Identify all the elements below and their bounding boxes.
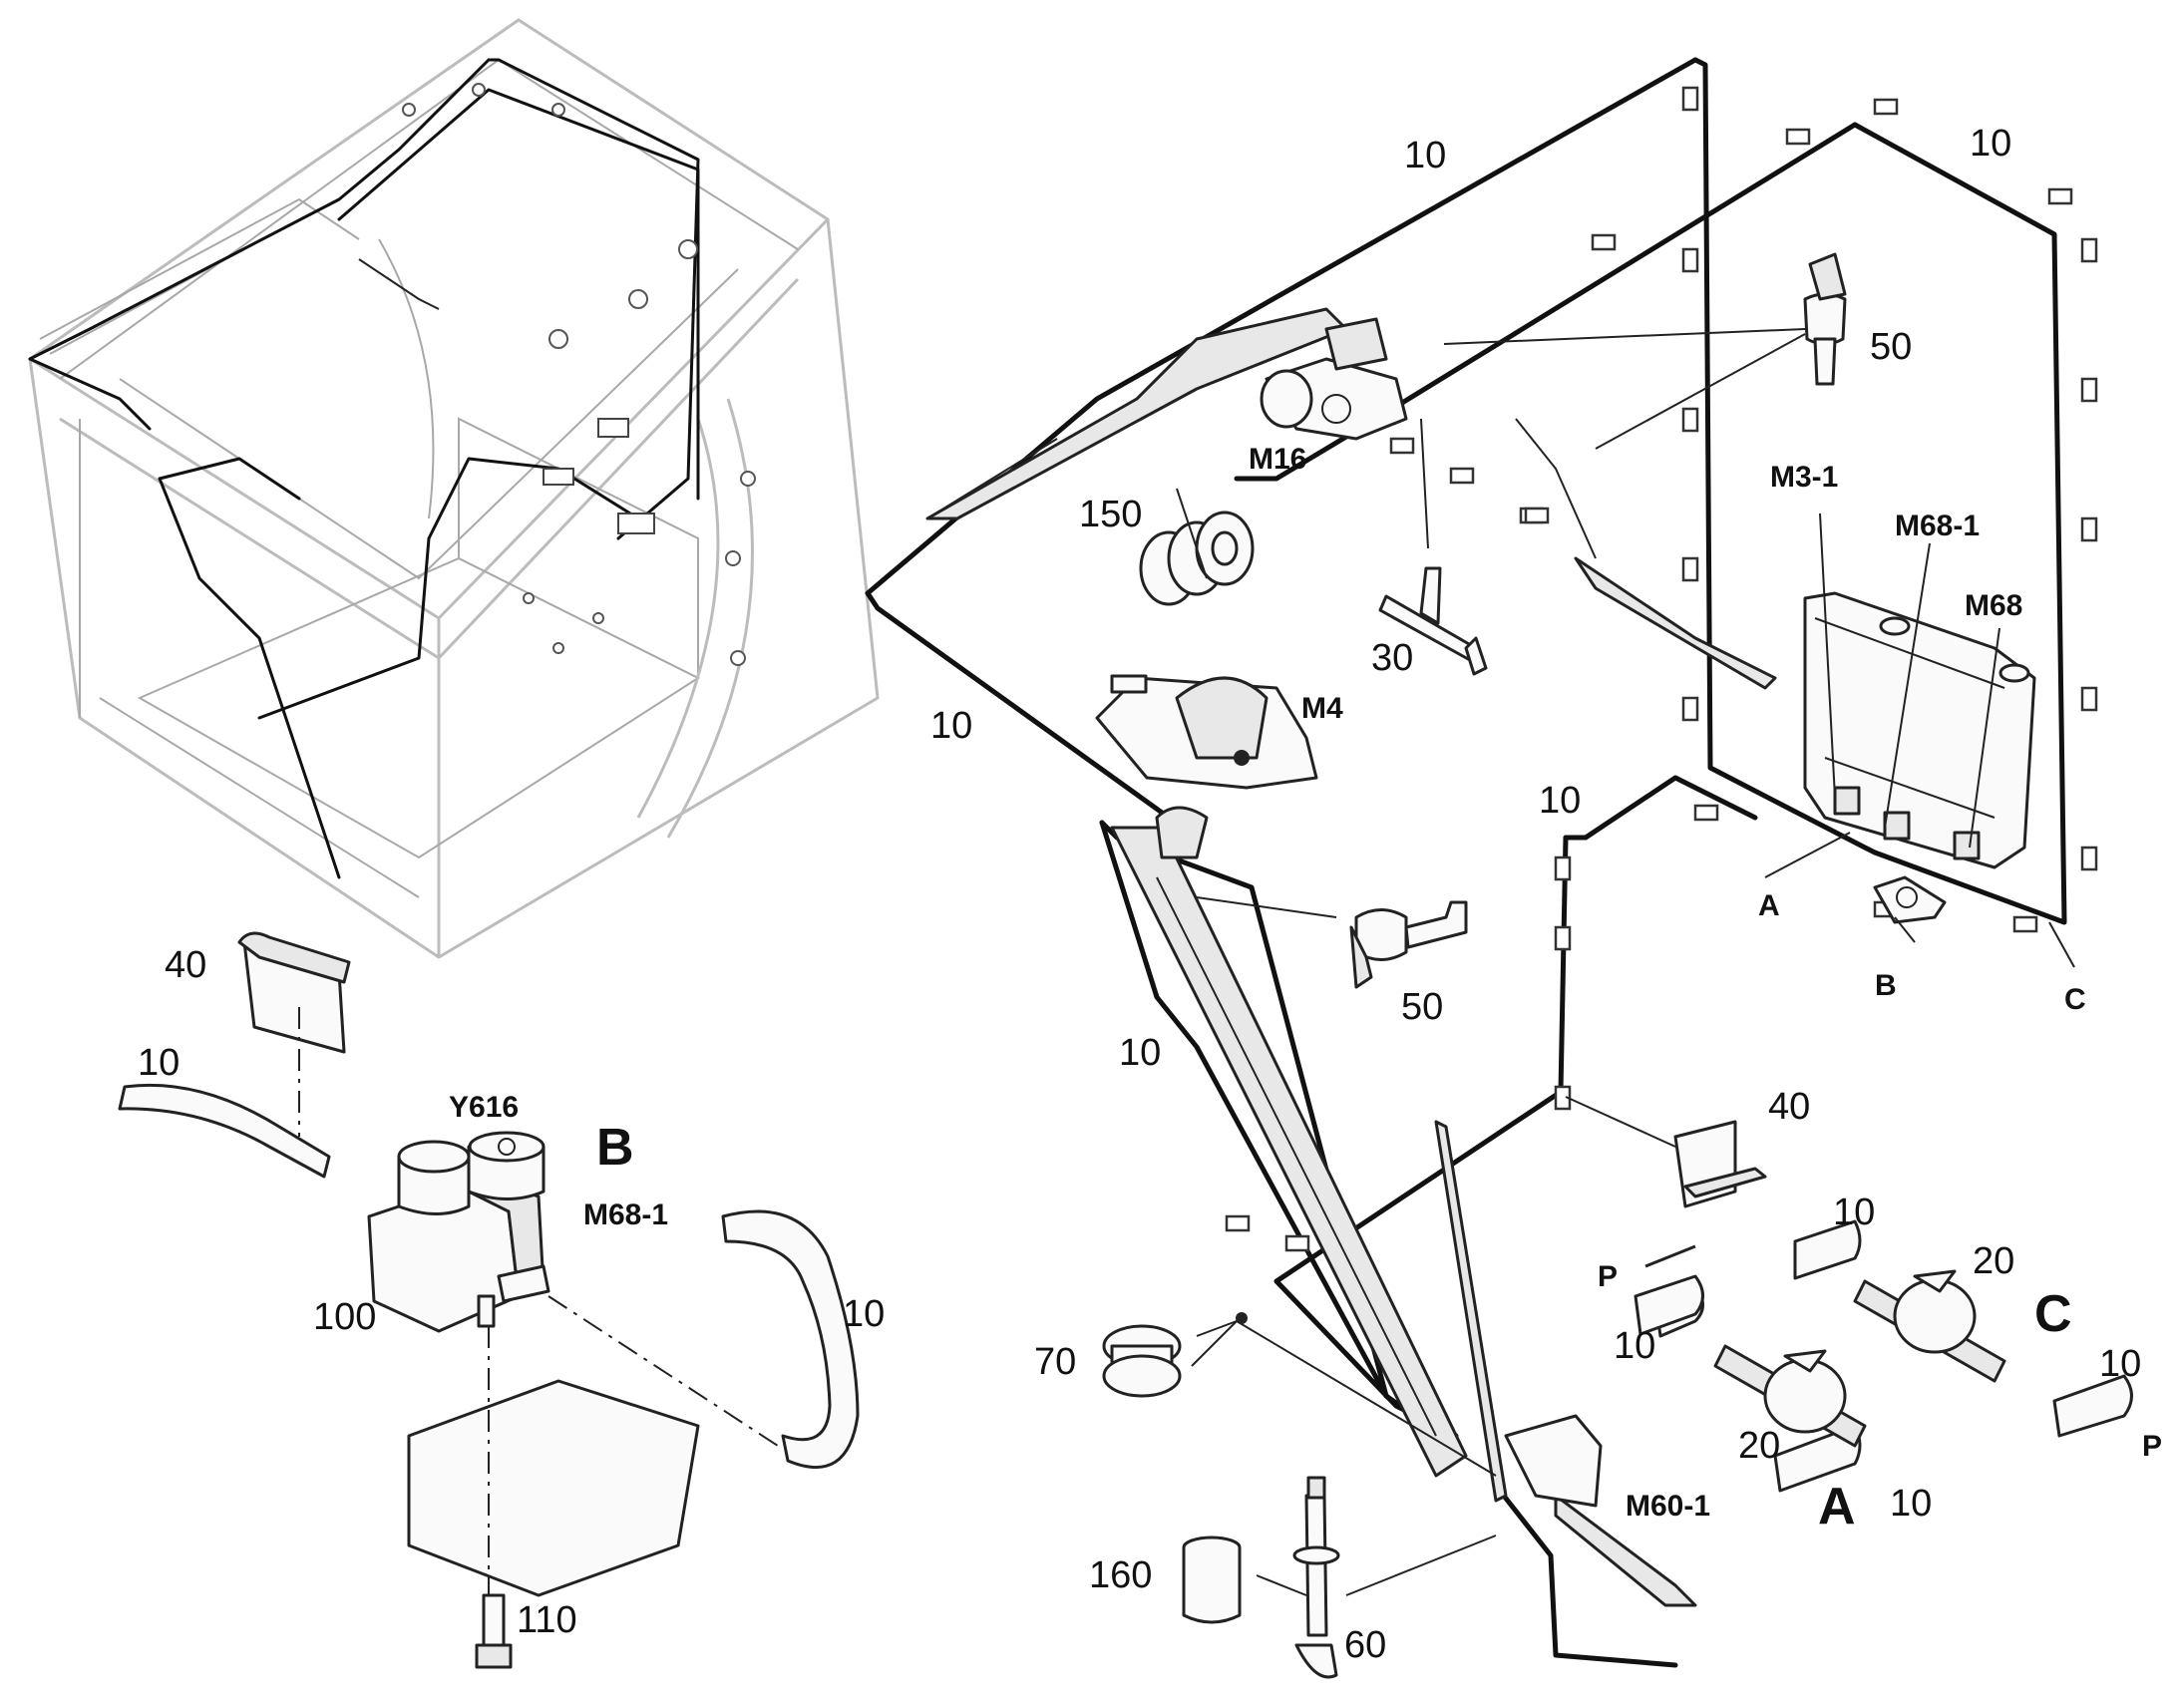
- callout-10-top-right: 10: [1970, 123, 2011, 165]
- component-codes: M16 M4 M3-1 M68-1 M68 M60-1 Y616 M68-1: [449, 443, 2022, 1523]
- code-m68: M68: [1965, 589, 2022, 622]
- code-m68-1-top: M68-1: [1895, 510, 1980, 542]
- callout-60: 60: [1344, 1624, 1386, 1666]
- callout-50-top: 50: [1870, 326, 1912, 368]
- marker-c: C: [2064, 983, 2086, 1016]
- detail-title-a: A: [1818, 1478, 1856, 1536]
- callout-70: 70: [1034, 1341, 1076, 1383]
- code-m16: M16: [1249, 443, 1306, 476]
- callout-10-conn-right-c: 10: [2099, 1343, 2141, 1385]
- detail-b-valve: [118, 931, 860, 1669]
- code-m4: M4: [1301, 692, 1343, 725]
- grommet-150: [1139, 511, 1255, 606]
- callout-10-right-mid: 10: [1539, 780, 1581, 822]
- marker-p-left: P: [1598, 1260, 1618, 1293]
- cab-frame: [28, 18, 880, 959]
- grommet-70: [1102, 1324, 1182, 1398]
- callout-150: 150: [1079, 494, 1142, 535]
- callout-10-left-mid: 10: [930, 705, 972, 747]
- callout-10-valve-left: 10: [138, 1042, 180, 1084]
- bracket-m60-1: [1504, 1414, 1603, 1508]
- nozzle-60: [1292, 1476, 1340, 1679]
- callout-10-conn-top-c: 10: [1833, 1192, 1875, 1233]
- detail-title-c: C: [2034, 1285, 2072, 1343]
- sleeve-160: [1182, 1536, 1242, 1624]
- callout-40-left: 40: [165, 944, 206, 986]
- marker-a: A: [1758, 889, 1780, 922]
- callout-30: 30: [1371, 637, 1413, 679]
- callout-10-top-left: 10: [1404, 135, 1446, 176]
- leader-lines: [1176, 328, 2075, 1596]
- t-piece-30: [1378, 566, 1488, 676]
- nozzle-50-mid: [1349, 900, 1468, 989]
- callout-100: 100: [313, 1296, 376, 1338]
- callout-50-mid: 50: [1401, 986, 1443, 1028]
- callout-10-valve-right: 10: [843, 1293, 885, 1335]
- callout-10-conn-p-a: 10: [1614, 1325, 1655, 1367]
- callout-160: 160: [1089, 1554, 1152, 1596]
- code-m3-1: M3-1: [1770, 461, 1838, 494]
- code-m60-1: M60-1: [1626, 1490, 1710, 1523]
- detail-titles: B A C: [596, 1119, 2072, 1536]
- callout-10-lower-mid: 10: [1119, 1032, 1161, 1074]
- code-y616: Y616: [449, 1091, 519, 1124]
- m4-motor: [1095, 674, 1318, 859]
- nozzle-50-top: [1803, 252, 1847, 386]
- callout-labels: 10 10 10 10 10 10 10 10 10 10 10 20 20 3…: [138, 123, 2141, 1666]
- clip-40-right: [1673, 1120, 1767, 1208]
- washer-reservoir: [1803, 591, 2036, 869]
- code-m68-1-valve: M68-1: [583, 1198, 668, 1231]
- callout-110: 110: [517, 1599, 577, 1641]
- valve-b-point: [1873, 875, 1947, 924]
- callout-40-right: 40: [1768, 1086, 1810, 1128]
- hose-routing: [865, 57, 2098, 1668]
- callout-20-a: 20: [1738, 1425, 1780, 1467]
- callout-10-conn-bottom-a: 10: [1890, 1483, 1932, 1525]
- marker-p-right: P: [2142, 1430, 2162, 1463]
- marker-b: B: [1875, 969, 1897, 1002]
- detail-title-b: B: [596, 1119, 634, 1177]
- callout-20-c: 20: [1973, 1240, 2014, 1282]
- m16-motor: [1260, 317, 1408, 441]
- connection-markers: A B C P P: [1598, 889, 2162, 1463]
- connector-details: [1634, 1219, 2133, 1493]
